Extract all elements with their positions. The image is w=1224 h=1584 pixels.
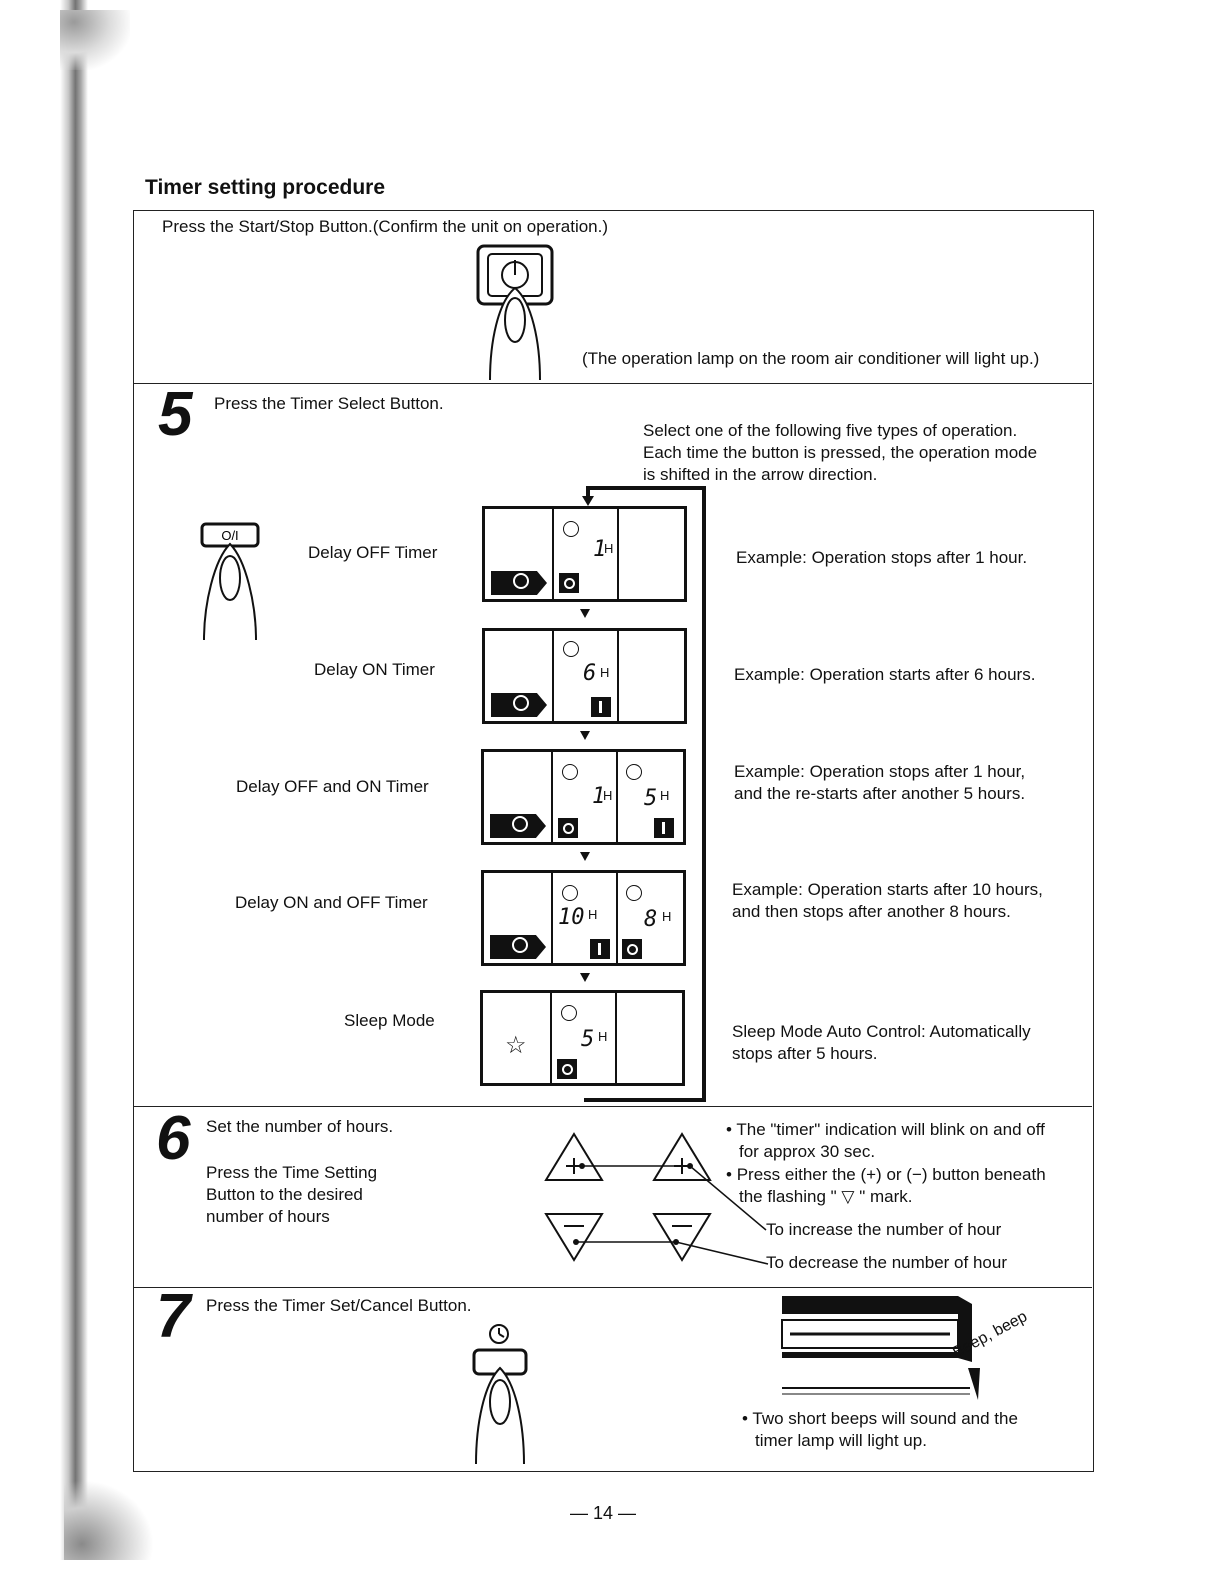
lcd-hour-unit: H [600,665,610,680]
example-delay-off: Example: Operation stops after 1 hour. [736,548,1028,567]
lcd-hour-unit: H [660,788,670,803]
procedure-frame [133,210,1094,1472]
plus-button-icon [652,1132,712,1181]
step-6-detail-1: Press the Time Setting [206,1163,378,1182]
lcd-hour-unit: H [598,1029,608,1044]
cycle-arrow-line [582,486,706,1102]
minus-button-icon [652,1213,712,1262]
divider-step6-step7 [134,1287,1092,1288]
mode-label-sleep: Sleep Mode [344,1011,435,1030]
example-delay-on: Example: Operation starts after 6 hours. [734,665,1036,684]
lcd-digit: 6 [583,661,597,686]
mode-label-delay-on: Delay ON Timer [314,660,435,679]
star-icon: ☆ [505,1032,527,1059]
timer-icon [563,641,579,657]
lcd-hour-unit: H [603,788,613,803]
clock-icon [490,935,546,959]
step-6-bullet-2-line-1: Press either the (+) or (−) button benea… [726,1164,1046,1186]
clock-icon [491,571,547,595]
air-conditioner-unit-icon: Beep, beep [781,1296,1030,1400]
start-stop-button-hand-icon [476,244,554,381]
off-icon [622,939,642,959]
start-note: (The operation lamp on the room air cond… [582,349,1040,368]
example-sleep-1: Sleep Mode Auto Control: Automatically [732,1022,1031,1041]
arrow-down-icon [580,609,590,618]
arrow-down-icon [580,731,590,740]
step-6-bullet-1-line-1: The "timer" indication will blink on and… [726,1119,1044,1141]
step-5-description-1: Select one of the following five types o… [643,421,1018,440]
on-icon [590,939,610,959]
lcd-hour-unit: H [588,907,598,922]
decrease-label: To decrease the number of hour [766,1253,1007,1272]
step-5-description-3: is shifted in the arrow direction. [643,465,878,484]
scan-shadow-top [60,10,130,70]
step-6-instruction: Set the number of hours. [206,1117,394,1136]
clock-icon [490,814,546,838]
step-6-number: 6 [156,1104,191,1173]
lcd-delay-on: 6 H [482,628,687,724]
timer-icon [626,764,642,780]
divider-step5-step6 [134,1106,1092,1107]
off-icon [558,818,578,838]
lcd-digit: 1 [592,784,606,809]
timer-icon [626,885,642,901]
on-icon [591,697,611,717]
example-sleep-2: stops after 5 hours. [732,1044,878,1063]
step-6-bullet-1-line-2: for approx 30 sec. [739,1142,876,1161]
step-7-instruction: Press the Timer Set/Cancel Button. [206,1296,472,1315]
step-5-instruction: Press the Timer Select Button. [214,394,444,413]
off-icon [559,573,579,593]
scan-shadow-bottom [64,1480,154,1560]
minus-button-icon [544,1213,604,1262]
timer-icon [562,885,578,901]
mode-label-delay-on-off: Delay ON and OFF Timer [235,893,428,912]
clock-icon [491,693,547,717]
lcd-hour-unit: H [662,909,672,924]
lcd-hour-unit: H [604,541,614,556]
scan-shadow-edge [60,0,88,1560]
step-7-bullet-line-1: Two short beeps will sound and the [742,1408,1018,1430]
lcd-digit: 8 [644,907,658,932]
step-5-number: 5 [158,380,193,449]
timer-icon [561,1005,577,1021]
step-5-description-2: Each time the button is pressed, the ope… [643,443,1038,462]
lcd-digit: 5 [644,786,658,811]
mode-label-delay-off: Delay OFF Timer [308,543,438,562]
lcd-delay-off-on: 1 H 5 H [481,749,686,845]
page-number: — 14 — [570,1503,637,1523]
step-7-bullet-line-2: timer lamp will light up. [755,1431,927,1450]
step-6-detail-2: Button to the desired [206,1185,363,1204]
timer-icon [563,521,579,537]
svg-text:O/I: O/I [221,528,238,543]
lcd-sleep-mode: ☆ 5 H [480,990,685,1086]
divider-start-step5 [134,383,1092,384]
time-setting-buttons-diagram [544,1132,769,1265]
arrow-down-icon [580,973,590,982]
lcd-digit: 10 [558,905,585,930]
arrow-down-icon [580,852,590,861]
example-delay-off-on-1: Example: Operation stops after 1 hour, [734,762,1026,781]
off-icon [557,1059,577,1079]
lcd-delay-on-off: 10 H 8 H [481,870,686,966]
example-delay-off-on-2: and the re-starts after another 5 hours. [734,784,1026,803]
lcd-digit: 5 [581,1027,595,1052]
step-6-bullet-2-line-2: the flashing " ▽ " mark. [739,1187,913,1206]
timer-icon [562,764,578,780]
timer-set-cancel-button-hand-icon [472,1324,528,1465]
mode-label-delay-off-on: Delay OFF and ON Timer [236,777,429,796]
page-title: Timer setting procedure [145,176,386,199]
on-icon [654,818,674,838]
step-6-detail-3: number of hours [206,1207,330,1226]
increase-label: To increase the number of hour [766,1220,1002,1239]
start-instruction: Press the Start/Stop Button.(Confirm the… [162,217,609,236]
lcd-delay-off: 1 H [482,506,687,602]
lcd-digit: 1 [593,537,607,562]
timer-select-button-hand-icon: O/I [200,522,260,641]
example-delay-on-off-1: Example: Operation starts after 10 hours… [732,880,1043,899]
example-delay-on-off-2: and then stops after another 8 hours. [732,902,1011,921]
step-7-number: 7 [156,1282,191,1351]
plus-button-icon [544,1132,604,1181]
